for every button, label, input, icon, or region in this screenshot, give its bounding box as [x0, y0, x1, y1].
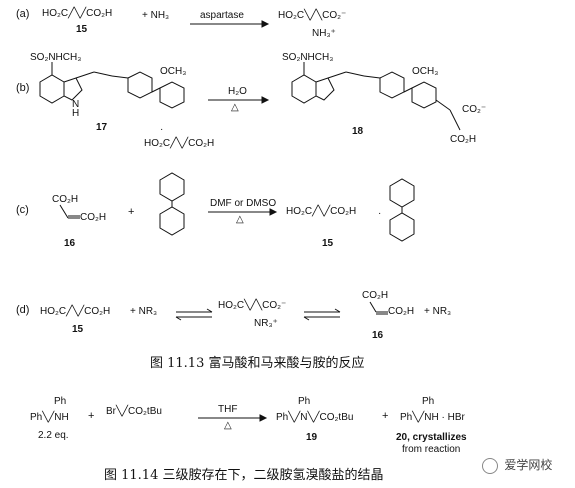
- amine-d-left: + NR₃: [130, 306, 158, 317]
- methoxy-17: OCH₃: [160, 66, 187, 77]
- compound-15-a: 15: [76, 24, 88, 35]
- compound-17: 17: [96, 122, 108, 133]
- maleic-co2h-top: CO₂H: [52, 194, 79, 205]
- carboxylate-18: CO₂⁻: [462, 104, 487, 115]
- arrow-label-thf: THF: [218, 404, 238, 415]
- crystallization-note: from reaction: [402, 444, 461, 455]
- row-a-label: (a): [16, 8, 30, 20]
- structure-16-d: [369, 301, 388, 315]
- plus-e2: +: [382, 410, 389, 422]
- aspartate-nh3: NH₃⁺: [312, 28, 336, 39]
- watermark: 爱学网校: [482, 456, 552, 474]
- maleic-d-top: CO₂H: [362, 290, 389, 301]
- compound-16-d: 16: [372, 330, 384, 341]
- product-20-ph-top: Ph: [422, 396, 435, 407]
- watermark-text: 爱学网校: [504, 458, 553, 472]
- arrowhead-b: [261, 96, 270, 104]
- fumarate-salt-17: HO₂C╱╲╱CO₂H: [144, 138, 215, 149]
- dibenzylamine-ph-top: Ph: [54, 396, 67, 407]
- arrow-label-solvent: DMF or DMSO: [210, 198, 277, 209]
- ammonia-a: + NH₃: [142, 10, 170, 21]
- bipyridine-right: [389, 178, 415, 242]
- maleic-d-bottom: CO₂H: [388, 306, 415, 317]
- heat-icon-c: △: [236, 214, 244, 225]
- row-d-label: (d): [16, 304, 30, 316]
- product-20: Ph╲╱NH · HBr: [400, 412, 465, 423]
- structure-16-c: [59, 204, 80, 219]
- salt-dot-b: ·: [160, 124, 164, 135]
- structure-18: [291, 62, 461, 131]
- compound-16-c: 16: [64, 238, 76, 249]
- bipyridine-left: [159, 172, 185, 236]
- aspartate-analog-nr3: NR₃⁺: [254, 318, 278, 329]
- plus-e1: +: [88, 410, 95, 422]
- indole-nh-17: N H: [72, 99, 80, 119]
- arrow-label-aspartase: aspartase: [200, 10, 244, 21]
- amine-d-right: + NR₃: [424, 306, 452, 317]
- aspartate-analog-top: HO₂C╲╱╲CO₂⁻: [218, 300, 287, 311]
- equilibrium-arrow-1: [175, 308, 213, 321]
- watermark-logo-icon: [482, 457, 498, 474]
- fumaric-acid-a: HO₂C╱╲╱CO₂H: [42, 8, 113, 19]
- figure-11-14-caption: 图 11.14 三级胺存在下，二级胺氢溴酸盐的结晶: [104, 468, 384, 483]
- methoxy-18: OCH₃: [412, 66, 439, 77]
- structure-17: [39, 62, 185, 109]
- figure-11-13-caption: 图 11.13 富马酸和马来酸与胺的反应: [150, 356, 365, 371]
- plus-c: +: [128, 206, 135, 218]
- sulfonamide-18: SO₂NHCH₃: [282, 52, 334, 63]
- maleic-co2h-bottom: CO₂H: [80, 212, 107, 223]
- sulfonamide-17: SO₂NHCH₃: [30, 52, 82, 63]
- compound-15-d: 15: [72, 324, 84, 335]
- equilibrium-arrow-2: [303, 308, 341, 321]
- heat-icon-b: △: [231, 102, 239, 113]
- row-c-label: (c): [16, 204, 29, 216]
- compound-15-c: 15: [322, 238, 334, 249]
- arrowhead-e: [259, 414, 268, 422]
- arrow-label-water: H₂O: [228, 86, 247, 97]
- row-b-label: (b): [16, 82, 30, 94]
- product-19: Ph╲╱N╲╱CO₂tBu: [276, 412, 354, 423]
- compound-18: 18: [352, 126, 364, 137]
- equivalents: 2.2 eq.: [38, 430, 69, 441]
- fumaric-acid-d: HO₂C╱╲╱CO₂H: [40, 306, 111, 317]
- product-19-ph-top: Ph: [298, 396, 311, 407]
- fumaric-acid-c: HO₂C╱╲╱CO₂H: [286, 206, 357, 217]
- dibenzylamine: Ph╲╱NH: [30, 412, 69, 423]
- arrowhead-a: [261, 20, 270, 28]
- compound-19: 19: [306, 432, 318, 443]
- tert-butyl-bromoacetate: Br╲╱CO₂tBu: [106, 406, 162, 417]
- heat-icon-e: △: [224, 420, 232, 431]
- compound-20: 20, crystallizes: [396, 432, 467, 443]
- arrowhead-c: [269, 208, 278, 216]
- salt-dot-c: ·: [378, 208, 382, 219]
- carboxylic-acid-18: CO₂H: [450, 134, 477, 145]
- aspartate-top: HO₂C╲╱╲CO₂⁻: [278, 10, 347, 21]
